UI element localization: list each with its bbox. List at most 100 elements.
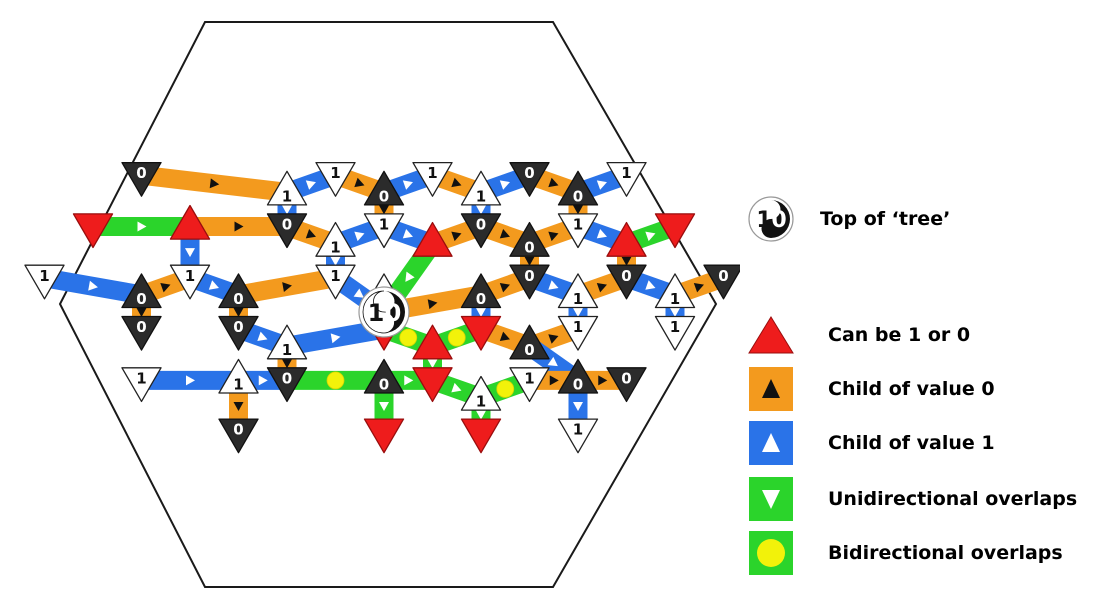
node-e4 xyxy=(460,315,502,351)
edge-blue xyxy=(42,268,144,305)
node-label: 0 xyxy=(476,290,486,308)
bidirectional-overlap-dot xyxy=(447,328,466,347)
edge-blue xyxy=(141,370,239,390)
node-b9: 1 xyxy=(557,213,599,249)
legend-item-bi: Bidirectional overlaps xyxy=(740,530,1063,576)
node-g1: 1 xyxy=(121,367,162,403)
node-label: 1 xyxy=(330,267,340,285)
node-label: 1 xyxy=(621,164,631,182)
edge-arrow xyxy=(547,356,558,367)
edge-arrow xyxy=(330,333,341,344)
node-b10 xyxy=(606,221,647,257)
node-label: 0 xyxy=(573,375,583,393)
edge-orange xyxy=(236,268,338,305)
node-a7: 0 xyxy=(509,161,550,197)
node-label: 0 xyxy=(524,341,534,359)
node-label: 1 xyxy=(39,267,49,285)
green-square-icon xyxy=(740,476,802,522)
node-label: 1 xyxy=(476,393,486,411)
node-b1 xyxy=(72,213,114,249)
edge-arrow xyxy=(354,231,365,242)
node-h1: 0 xyxy=(218,418,259,454)
edge-arrow xyxy=(258,375,268,386)
node-a6: 1 xyxy=(460,170,502,206)
node-b6 xyxy=(412,221,453,257)
node-g4: 0 xyxy=(363,358,405,394)
node-g9: 1 xyxy=(460,375,502,411)
edge-arrow xyxy=(88,280,98,291)
legend-root-label-one: 1 xyxy=(756,208,771,233)
node-f3: 0 xyxy=(509,324,550,360)
yin-yang-icon: 1 0 xyxy=(740,196,802,242)
edge-arrow xyxy=(353,288,364,298)
edge-arrow xyxy=(186,375,195,386)
node-b2 xyxy=(169,204,211,240)
node-label: 1 xyxy=(573,290,583,308)
node-label: 0 xyxy=(233,421,243,439)
edge-arrow xyxy=(548,231,559,242)
edge-orange xyxy=(190,217,287,236)
edge-arrow xyxy=(405,271,415,282)
node-b3: 0 xyxy=(266,213,308,249)
edge-arrow xyxy=(693,282,704,293)
edge-arrow xyxy=(330,256,341,266)
edge-arrow xyxy=(573,308,583,317)
edge-arrow xyxy=(548,177,559,188)
node-h3 xyxy=(460,418,502,454)
edge-arrow xyxy=(233,402,244,412)
yellow-dot-icon xyxy=(740,530,802,576)
node-label: 0 xyxy=(379,375,389,393)
edge-arrow xyxy=(208,280,219,290)
tree-diagram: 0110110010110011110000010110011101100100… xyxy=(24,21,740,588)
node-g5 xyxy=(412,367,453,403)
edge-arrow xyxy=(596,282,607,293)
node-c6: 0 xyxy=(703,264,740,300)
edge-arrow xyxy=(233,308,244,317)
legend-label-can-be: Can be 1 or 0 xyxy=(828,324,971,346)
edge-arrow xyxy=(209,178,220,189)
edge-arrow xyxy=(548,280,559,290)
node-a1: 0 xyxy=(121,161,162,197)
node-label: 0 xyxy=(233,318,243,336)
edge-orange xyxy=(140,165,289,202)
legend-item-can-be: Can be 1 or 0 xyxy=(740,312,970,358)
edge-arrow xyxy=(402,180,413,190)
node-label: 0 xyxy=(718,267,728,285)
edge-arrow xyxy=(451,231,462,242)
bidirectional-overlap-dot xyxy=(399,328,418,347)
node-f2 xyxy=(412,324,453,360)
node-h4: 1 xyxy=(557,418,599,454)
edge-arrow xyxy=(427,359,438,369)
red-triangle-icon xyxy=(740,312,802,358)
root-label-one: 1 xyxy=(368,299,385,327)
node-d4: 0 xyxy=(460,273,502,309)
legend-label-uni: Unidirectional overlaps xyxy=(828,488,1078,510)
edge-arrow xyxy=(598,375,608,386)
edge-arrow xyxy=(645,280,656,290)
node-label: 0 xyxy=(136,318,146,336)
node-label: 1 xyxy=(573,216,583,234)
node-label: 0 xyxy=(136,164,146,182)
node-c3: 1 xyxy=(315,264,356,300)
node-label: 0 xyxy=(233,290,243,308)
edge-arrow xyxy=(404,375,414,386)
edge-arrow xyxy=(499,180,510,190)
node-c1: 1 xyxy=(24,264,65,300)
legend-root-label-zero: 0 xyxy=(771,208,786,233)
edge-arrow xyxy=(354,177,365,188)
node-a3: 1 xyxy=(315,161,356,197)
tree-top-node: 1 0 xyxy=(358,286,410,338)
node-label: 0 xyxy=(621,369,631,387)
node-a5: 1 xyxy=(412,161,453,197)
legend-item-child1: Child of value 1 xyxy=(740,420,995,466)
node-label: 0 xyxy=(476,216,486,234)
bidirectional-overlap-dot xyxy=(326,371,345,390)
edge-arrow xyxy=(451,177,462,188)
edge-arrow xyxy=(379,205,389,215)
node-label: 0 xyxy=(573,187,583,205)
legend-item-child0: Child of value 0 xyxy=(740,366,995,412)
node-label: 1 xyxy=(379,216,389,234)
node-label: 1 xyxy=(330,164,340,182)
node-b5: 1 xyxy=(363,213,405,249)
edge-arrow xyxy=(548,334,559,344)
